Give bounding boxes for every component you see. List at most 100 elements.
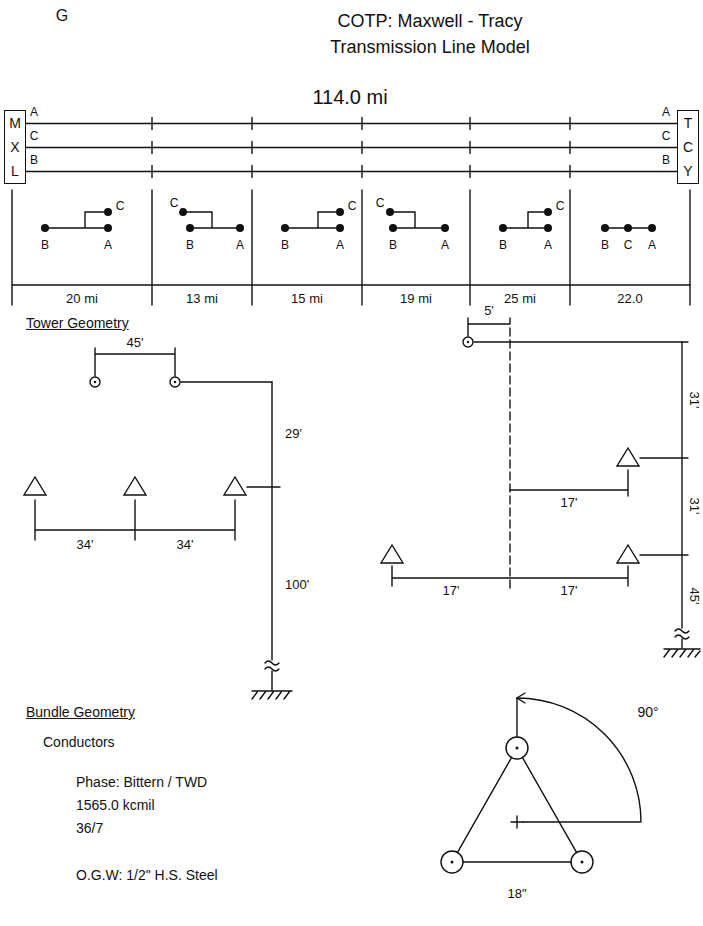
angle-label: 90°: [636, 704, 659, 720]
phase-letter: A: [29, 106, 39, 120]
conductor-dot: [601, 224, 609, 232]
note-text: Conductors: [42, 734, 116, 750]
dimension-label: 17': [442, 584, 461, 599]
conductor-dot: [104, 224, 112, 232]
conductor-dot: [441, 224, 449, 232]
phase-letter: C: [623, 239, 634, 253]
dimension-label: 34': [176, 538, 195, 553]
wire-center: [581, 861, 584, 864]
line-length: 114.0 mi: [311, 86, 388, 109]
dimension-line: [681, 342, 682, 648]
bundle-center: [511, 816, 523, 828]
phase-letter: A: [543, 239, 553, 253]
bus-name: T C Y: [681, 111, 695, 183]
break-symbol: [265, 661, 279, 671]
ground-wire: [463, 337, 473, 347]
conductor-dot: [41, 224, 49, 232]
dimension-line: [95, 348, 175, 376]
phase-letter: C: [555, 200, 566, 214]
phase-letter: B: [600, 239, 610, 253]
phase-conductor: [24, 477, 46, 495]
dimension-line: [392, 566, 628, 586]
dimension-label: 5': [483, 304, 495, 319]
section-length: 19 mi: [399, 292, 433, 307]
phase-letter: B: [40, 239, 50, 253]
conductor-dot: [544, 208, 552, 216]
dimension-label: 17': [560, 584, 579, 599]
phase-letter: A: [235, 239, 245, 253]
section-length: 15 mi: [290, 292, 324, 307]
tower-centerline: [509, 328, 510, 590]
bus-box: M X L: [4, 110, 26, 184]
conductor-dot: [499, 224, 507, 232]
phase-conductor-line: [26, 171, 677, 172]
phase-letter: C: [375, 197, 386, 211]
phase-conductor: [124, 477, 146, 495]
conductor-spec: Phase: Bittern / TWD: [75, 774, 208, 790]
section-length: 13 mi: [185, 292, 219, 307]
dimension-label: 45': [687, 587, 702, 606]
conductor-spec: 1565.0 kcmil: [75, 797, 156, 813]
sub-conductor: [441, 851, 463, 873]
angle-arc: [517, 698, 641, 822]
phase-conductor: [617, 448, 639, 466]
conductor-dot: [186, 224, 194, 232]
conductor-dot: [179, 208, 187, 216]
section-length: 25 mi: [503, 292, 537, 307]
ground-wire: [170, 377, 180, 387]
wire-center: [174, 381, 176, 383]
phase-arrangement: [45, 212, 108, 228]
dimension-label: 29': [284, 427, 303, 442]
phase-letter: A: [440, 239, 450, 253]
wire-center: [467, 341, 469, 343]
dimension-line: [35, 500, 235, 540]
section-divider: [12, 190, 690, 305]
conductor-dot: [386, 208, 394, 216]
distance-dimension-line: [12, 284, 690, 285]
leader-line: [181, 382, 280, 487]
section-heading: Bundle Geometry: [25, 704, 136, 720]
dimension-line: [468, 318, 510, 336]
phase-letter: B: [661, 154, 671, 168]
conductor-dot: [336, 208, 344, 216]
conductor-dot: [281, 224, 289, 232]
ground-wire: [90, 377, 100, 387]
dimension-label: 31': [687, 497, 702, 516]
wire-center: [516, 747, 519, 750]
arrow-head: [517, 693, 525, 703]
phase-letter: C: [661, 130, 672, 144]
section-length: 20 mi: [65, 292, 99, 307]
dimension-label: 31': [687, 391, 702, 410]
section-length: 22.0: [616, 292, 643, 307]
reference-line: [517, 698, 640, 822]
phase-letter: A: [103, 239, 113, 253]
dimension-label: 100': [284, 578, 310, 593]
ground-wire-spec: O.G.W: 1/2" H.S. Steel: [75, 867, 219, 883]
phase-conductor-line: [26, 147, 677, 148]
conductor-dot: [648, 224, 656, 232]
phase-letter: C: [115, 200, 126, 214]
phase-letter: B: [185, 239, 195, 253]
dimension-label: 34': [76, 538, 95, 553]
section-heading: Tower Geometry: [25, 315, 130, 331]
conductor-dot: [544, 224, 552, 232]
break-symbol: [675, 629, 689, 639]
conductor-spec: 36/7: [75, 820, 104, 836]
phase-letter: C: [169, 197, 180, 211]
bundle-spacer: [458, 758, 577, 862]
phase-letter: A: [661, 106, 671, 120]
phase-letter: A: [647, 239, 657, 253]
conductor-dot: [624, 224, 632, 232]
phase-letter: C: [347, 200, 358, 214]
phase-letter: B: [280, 239, 290, 253]
phase-conductor: [617, 545, 639, 563]
wire-center: [94, 381, 96, 383]
ground-hatch: [664, 649, 700, 657]
phase-letter: B: [29, 154, 39, 168]
phase-letter: B: [498, 239, 508, 253]
ground-hatch: [252, 691, 292, 699]
leader-line: [474, 342, 688, 555]
phase-arrangement: [503, 212, 548, 228]
phase-letter: C: [29, 130, 40, 144]
conductor-dot: [389, 224, 397, 232]
